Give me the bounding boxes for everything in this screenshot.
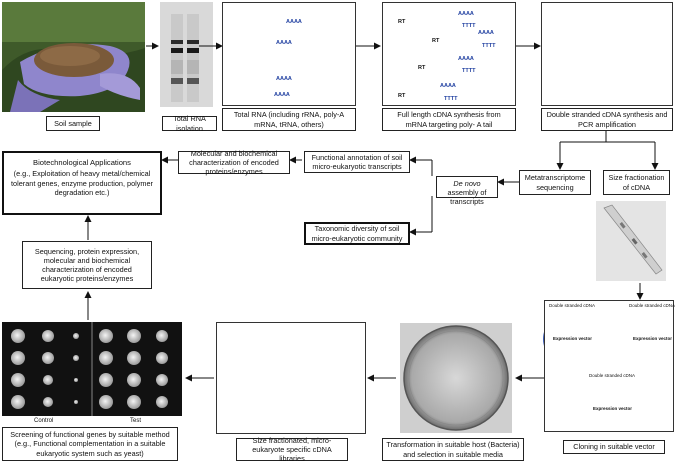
- rna-gel-image: [160, 2, 213, 107]
- de-novo-rest: assembly of transcripts: [447, 188, 487, 207]
- rt-label-4: RT: [398, 93, 406, 99]
- size-fractionation-box: Size fractionation of cDNA: [603, 170, 670, 195]
- cdna-panel: [382, 2, 516, 106]
- vector-insert-label-2: Double stranded cDNA: [629, 303, 676, 308]
- ds-cdna-caption: Double stranded cDNA synthesis and PCR a…: [541, 108, 673, 131]
- flow-arrows: [84, 42, 659, 382]
- rt-label-3: RT: [418, 65, 426, 71]
- expression-vector-label-3: Expression vector: [593, 406, 633, 411]
- rna-panel: [222, 2, 356, 106]
- soil-sample-photo: [2, 2, 145, 112]
- biotech-detail: (e.g., Exploitation of heavy metal/chemi…: [11, 169, 153, 197]
- petri-dish-image: [400, 323, 512, 433]
- poly-a-label-1: AAAA: [286, 19, 302, 25]
- de-novo-italic: De novo: [453, 179, 481, 188]
- test-label: Test: [130, 418, 142, 424]
- poly-a-cdna-2: AAAA: [478, 30, 494, 36]
- vector-panel: [544, 300, 674, 432]
- cdna-synthesis-caption: Full length cDNA synthesis from mRNA tar…: [382, 108, 516, 131]
- ds-cdna-panel: [541, 2, 673, 106]
- de-novo-assembly-box: De novo assembly of transcripts: [436, 176, 498, 206]
- total-rna-caption: Total RNA (including rRNA, poly-A mRNA, …: [222, 108, 356, 131]
- vector-insert-label-3: Double stranded cDNA: [589, 373, 636, 378]
- poly-a-label-4: AAAA: [274, 92, 290, 98]
- screening-caption: Screening of functional genes by suitabl…: [2, 427, 178, 461]
- soil-sample-caption: Soil sample: [46, 116, 100, 131]
- yeast-screening-image: [2, 322, 182, 416]
- poly-t-cdna-3: TTTT: [462, 68, 476, 74]
- transformation-caption: Transformation in suitable host (Bacteri…: [382, 438, 524, 461]
- poly-a-cdna-1: AAAA: [458, 11, 474, 17]
- vector-insert-label-1: Double stranded cDNA: [549, 303, 596, 308]
- cloning-caption: Cloning in suitable vector: [563, 440, 665, 454]
- sequencing-expression-box: Sequencing, protein expression, molecula…: [22, 241, 152, 289]
- functional-annotation-box: Functional annotation of soil micro-euka…: [304, 151, 410, 173]
- taxonomic-diversity-box: Taxonomic diversity of soil micro-eukary…: [304, 222, 410, 245]
- biotech-title: Biotechnological Applications: [33, 158, 131, 167]
- biotech-applications-box: Biotechnological Applications (e.g., Exp…: [2, 151, 162, 215]
- expression-vector-label-2: Expression vector: [633, 336, 673, 341]
- poly-a-cdna-4: AAAA: [440, 83, 456, 89]
- poly-t-cdna-1: TTTT: [462, 23, 476, 29]
- library-panel: [216, 322, 366, 434]
- size-fractionation-image: [596, 201, 666, 281]
- libraries-caption: Size fractionated, micro-eukaryote speci…: [236, 436, 348, 463]
- poly-a-label-2: AAAA: [276, 40, 292, 46]
- control-label: Control: [34, 418, 54, 424]
- rt-label-2: RT: [432, 38, 440, 44]
- total-rna-isolation-caption: Total RNA isolation: [162, 114, 217, 133]
- metatranscriptome-box: Metatranscriptome sequencing: [519, 170, 591, 195]
- poly-a-label-3: AAAA: [276, 76, 292, 82]
- poly-a-cdna-3: AAAA: [458, 56, 474, 62]
- expression-vector-label-1: Expression vector: [553, 336, 593, 341]
- molecular-characterization-box: Molecular and biochemical characterizati…: [178, 149, 290, 176]
- rt-label-1: RT: [398, 19, 406, 25]
- poly-t-cdna-4: TTTT: [444, 96, 458, 102]
- poly-t-cdna-2: TTTT: [482, 43, 496, 49]
